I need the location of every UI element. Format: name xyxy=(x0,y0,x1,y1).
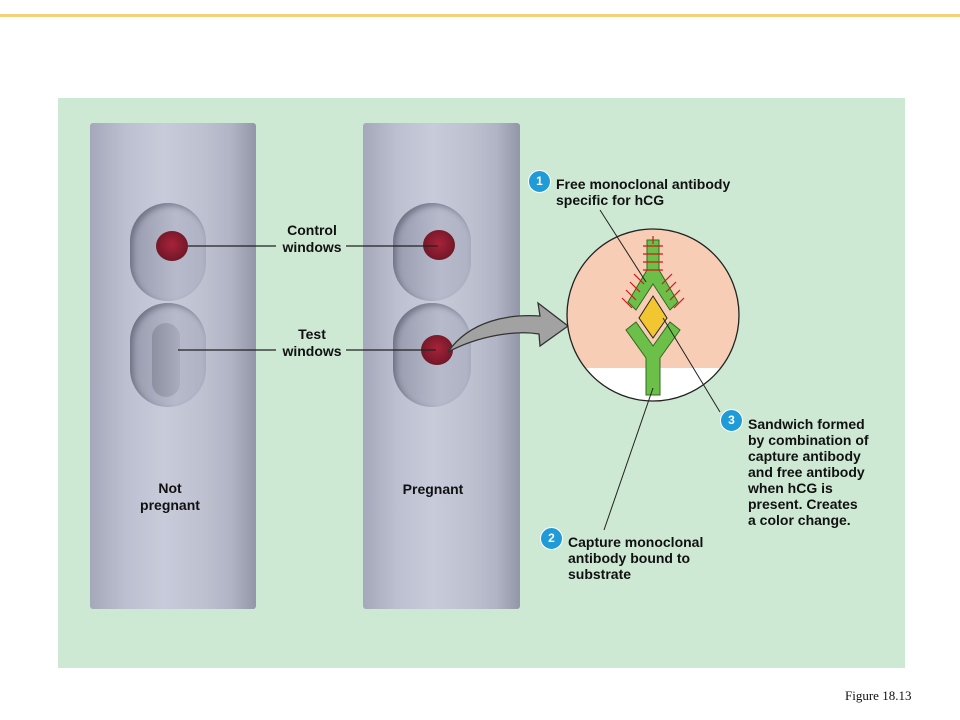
callout-1-badge: 1 xyxy=(528,170,551,193)
callout-2-text: Capture monoclonal antibody bound to sub… xyxy=(568,534,704,582)
figure-caption: Figure 18.13 xyxy=(845,688,912,703)
test-strip-pregnant: Pregnant xyxy=(363,123,520,609)
test-windows-label: Test windows xyxy=(282,326,342,359)
callout-2-badge: 2 xyxy=(540,527,563,550)
test-window-empty xyxy=(152,323,180,397)
enzyme-tags xyxy=(621,236,685,309)
hcg-antigen xyxy=(638,295,668,339)
callout-1-text: Free monoclonal antibody specific for hC… xyxy=(556,176,731,208)
callout-3-badge: 3 xyxy=(720,409,743,432)
not-pregnant-label: Not pregnant xyxy=(140,480,200,513)
top-divider xyxy=(0,14,960,17)
capture-antibody xyxy=(625,321,681,396)
control-windows-label: Control windows xyxy=(282,222,342,255)
test-strip-not-pregnant: Not pregnant xyxy=(90,123,256,609)
pregnant-label: Pregnant xyxy=(402,481,464,497)
control-window-positive xyxy=(156,231,188,261)
zoom-arrow xyxy=(447,301,570,353)
leader-callout-3 xyxy=(662,317,721,413)
free-antibody xyxy=(621,236,685,311)
leader-callout-1 xyxy=(599,209,647,283)
callout-3-text: Sandwich formed by combination of captur… xyxy=(748,416,869,528)
control-window-positive xyxy=(423,230,455,260)
leader-callout-2 xyxy=(603,387,654,531)
